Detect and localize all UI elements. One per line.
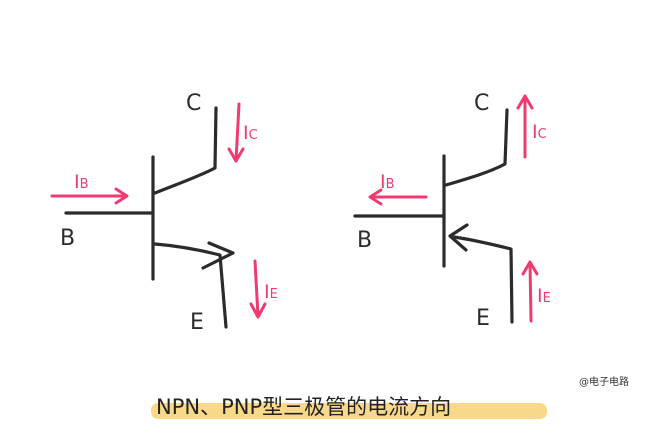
pnp-emitter-current-label: IE <box>537 285 551 307</box>
pnp-base-label: B <box>357 228 372 253</box>
pnp-emitter-current: IE <box>521 260 551 323</box>
npn-base-current-label: IB <box>74 171 89 193</box>
npn-base-current: IB <box>50 171 129 205</box>
npn-collector-current-arrow <box>227 102 245 163</box>
npn-collector-label: C <box>186 91 201 116</box>
pnp-emitter-current-arrow <box>521 260 539 323</box>
watermark: @电子电路 <box>579 375 629 388</box>
npn-emitter-current-arrow <box>249 259 267 319</box>
npn-base-label: B <box>60 226 75 251</box>
npn-emitter-current-label: IE <box>264 281 278 303</box>
npn-emitter-lead <box>153 242 228 329</box>
npn-transistor <box>64 106 235 329</box>
pnp-collector-current-arrow <box>516 94 534 159</box>
npn-base-current-arrow <box>50 187 129 205</box>
npn-collector-lead <box>153 106 218 195</box>
npn-collector-current-label: IC <box>243 122 258 144</box>
caption-title: NPN、PNP型三极管的电流方向 <box>156 395 451 419</box>
pnp-emitter-lead <box>452 235 514 324</box>
pnp-emitter-arrowhead <box>448 223 469 252</box>
pnp-collector-lead <box>444 108 509 187</box>
pnp-emitter-label: E <box>476 306 490 331</box>
npn-emitter-current: IE <box>249 259 278 319</box>
caption-highlight <box>151 403 547 419</box>
npn-emitter-arrowhead <box>201 241 235 270</box>
npn-emitter-label: E <box>190 310 204 335</box>
pnp-base-current-arrow <box>368 188 428 206</box>
pnp-collector-current-label: IC <box>532 121 547 143</box>
pnp-base-current-label: IB <box>380 171 395 193</box>
npn-collector-current: IC <box>227 102 258 163</box>
pnp-base-current: IB <box>368 171 428 206</box>
pnp-transistor <box>353 108 514 324</box>
pnp-collector-current: IC <box>516 94 547 159</box>
pnp-collector-label: C <box>474 91 489 116</box>
